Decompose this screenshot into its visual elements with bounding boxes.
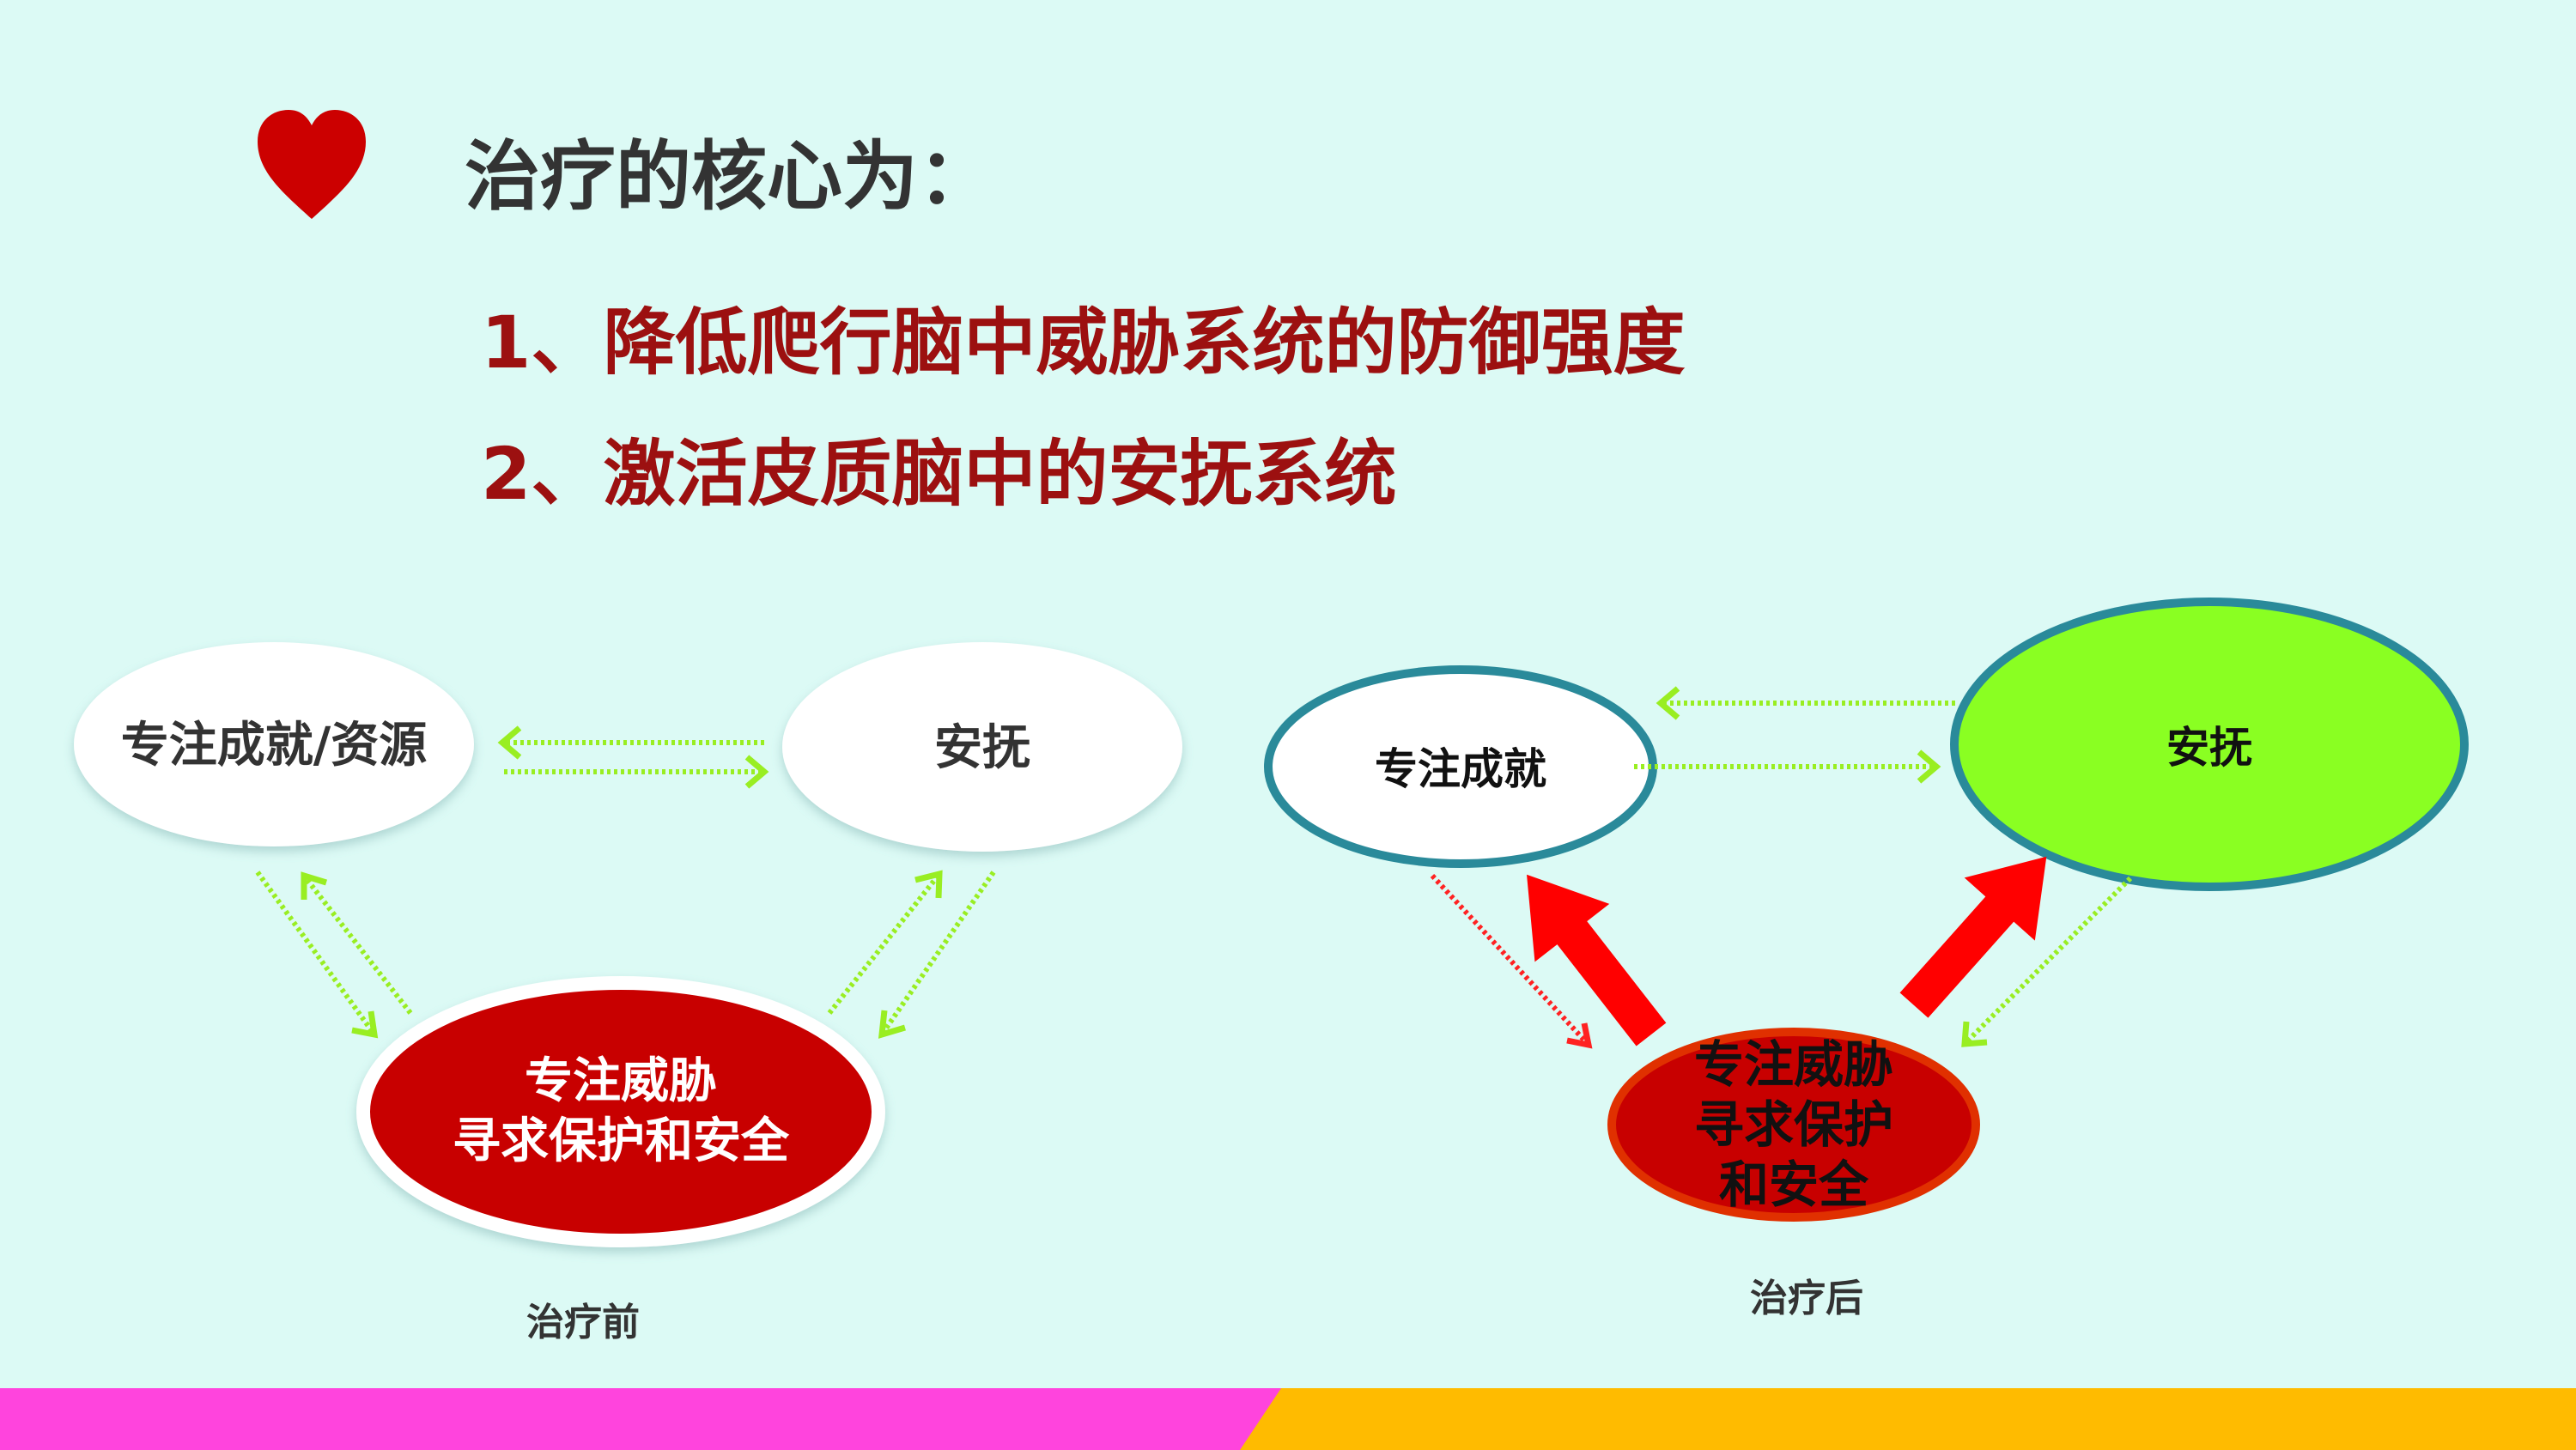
bottom-bar-pink bbox=[0, 1388, 1281, 1450]
page-title: 治疗的核心为： bbox=[465, 132, 993, 221]
big-red-arrow-to-drive bbox=[1527, 874, 1667, 1047]
before-arrowheads bbox=[301, 725, 943, 1039]
before-diagram: 专注成就/资源 安抚 专注威胁 寻求保护和安全 治疗前 bbox=[74, 642, 1182, 1344]
before-threat-label-1: 专注威胁 bbox=[525, 1053, 717, 1109]
point-1: 1、降低爬行脑中威胁系统的防御强度 bbox=[481, 300, 1685, 385]
after-arrowheads bbox=[1566, 686, 1988, 1049]
before-soothe-node bbox=[782, 642, 1182, 852]
after-threat-label-1: 专注威胁 bbox=[1694, 1035, 1893, 1094]
after-soothe-label: 安抚 bbox=[2166, 723, 2252, 773]
before-drive-node bbox=[74, 642, 474, 846]
heart-icon bbox=[258, 110, 366, 219]
after-dotted-arrows bbox=[1430, 701, 2133, 1047]
after-threat-label-3: 和安全 bbox=[1719, 1156, 1869, 1214]
before-caption: 治疗前 bbox=[526, 1301, 640, 1344]
after-soothe-node bbox=[1950, 598, 2469, 891]
before-threat-node bbox=[356, 976, 885, 1247]
point-2: 2、激活皮质脑中的安抚系统 bbox=[481, 432, 1396, 516]
after-drive-label: 专注成就 bbox=[1375, 744, 1546, 794]
before-drive-label: 专注成就/资源 bbox=[121, 718, 427, 774]
after-drive-node bbox=[1264, 665, 1657, 868]
after-diagram: 专注成就 安抚 专注威胁 寻求保护 和安全 治疗后 bbox=[1264, 598, 2469, 1320]
big-red-arrow-to-soothe bbox=[1899, 856, 2047, 1018]
after-threat-label-2: 寻求保护 bbox=[1694, 1095, 1893, 1154]
after-threat-node bbox=[1607, 1028, 1980, 1222]
before-threat-label-2: 寻求保护和安全 bbox=[453, 1113, 790, 1169]
before-dotted-arrows bbox=[255, 740, 996, 1036]
after-caption: 治疗后 bbox=[1750, 1277, 1863, 1320]
before-soothe-label: 安抚 bbox=[934, 720, 1030, 776]
